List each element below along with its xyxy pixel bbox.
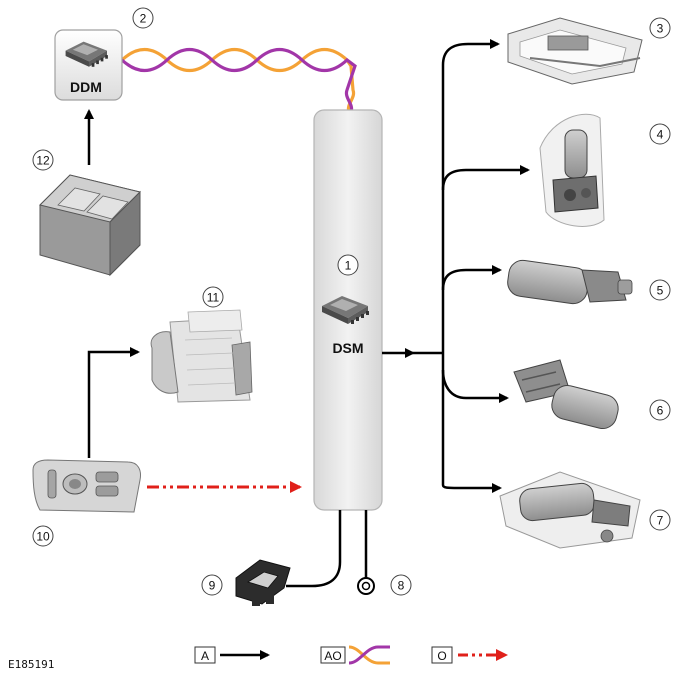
callout-5: 5 [649, 279, 671, 301]
can-bus-link [120, 47, 357, 113]
callout-2: 2 [132, 7, 154, 29]
callout-6: 6 [649, 399, 671, 421]
svg-text:5: 5 [657, 284, 664, 298]
ground-eyelet-icon [357, 577, 375, 595]
svg-text:1: 1 [345, 259, 352, 273]
ddm-module: DDM 2 [54, 7, 154, 101]
seat-frame-11 [150, 309, 253, 403]
callout-12: 12 [32, 149, 54, 171]
chip-icon [65, 41, 108, 67]
dsm-module: DSM 1 [313, 109, 383, 511]
motor-5 [507, 259, 633, 305]
svg-text:7: 7 [657, 514, 664, 528]
switch-pack-12 [39, 174, 141, 277]
callout-4: 4 [649, 123, 671, 145]
svg-text:8: 8 [398, 579, 405, 593]
svg-text:10: 10 [36, 530, 50, 544]
svg-text:9: 9 [209, 579, 216, 593]
key-digital: O [431, 646, 508, 664]
callout-7: 7 [649, 509, 671, 531]
motor-4 [539, 113, 605, 227]
callout-10: 10 [32, 525, 54, 547]
fuse-connector-9 [235, 559, 291, 606]
figure-reference: E185191 [8, 658, 54, 671]
arrow-10-to-11 [87, 347, 140, 458]
seat-rail-3 [507, 17, 643, 85]
callout-8: 8 [390, 574, 412, 596]
svg-text:3: 3 [657, 22, 664, 36]
svg-text:6: 6 [657, 404, 664, 418]
seat-switch-10 [32, 459, 141, 513]
svg-text:12: 12 [36, 154, 50, 168]
power-feed-line [286, 510, 342, 588]
svg-text:A: A [201, 649, 209, 663]
key-hardwired: A [194, 646, 270, 664]
svg-text:4: 4 [657, 128, 664, 142]
callout-9: 9 [201, 574, 223, 596]
output-bus [382, 39, 530, 493]
key-can: AO [320, 645, 390, 665]
callout-11: 11 [202, 286, 224, 308]
ddm-label: DDM [70, 79, 102, 95]
callout-1: 1 [337, 254, 359, 276]
svg-text:O: O [437, 649, 446, 663]
motor-6 [513, 359, 619, 430]
svg-text:2: 2 [140, 12, 147, 26]
chip-icon [322, 296, 369, 324]
svg-text:11: 11 [207, 291, 220, 305]
motor-7 [499, 471, 641, 549]
callout-3: 3 [649, 17, 671, 39]
svg-text:AO: AO [324, 649, 341, 663]
dsm-label: DSM [332, 340, 363, 356]
